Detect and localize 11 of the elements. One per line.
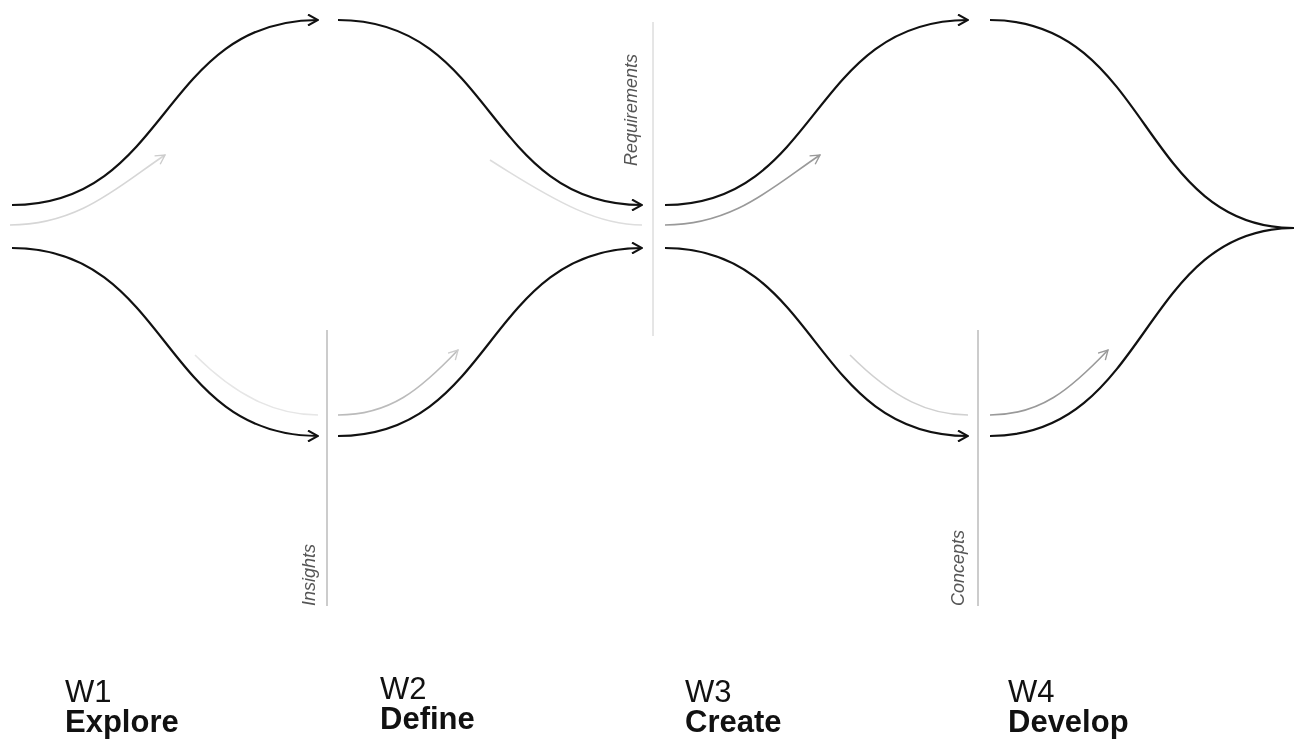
milestone-label: Insights (300, 543, 318, 606)
phase-title: Develop (1008, 706, 1129, 737)
week-number: W2 (380, 673, 427, 704)
milestone-label: Requirements (622, 53, 640, 166)
phase-title: Define (380, 703, 475, 734)
phase-title: Explore (65, 706, 179, 737)
milestone-label: Concepts (949, 529, 967, 606)
phase-title: Create (685, 706, 782, 737)
week-number: W4 (1008, 676, 1055, 707)
week-number: W3 (685, 676, 732, 707)
week-number: W1 (65, 676, 112, 707)
